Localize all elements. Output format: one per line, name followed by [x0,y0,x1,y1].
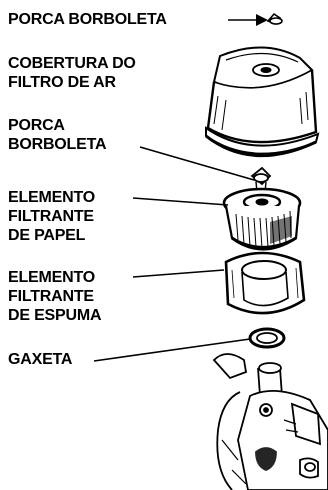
leader-lines [93,19,258,362]
air-filter-cover-part [205,46,320,158]
foam-element-part [224,251,306,315]
label-foam-element-line3: DE ESPUMA [8,307,102,324]
label-wing-nut-top-text: PORCA BORBOLETA [8,11,167,28]
label-gasket-text: GAXETA [8,351,73,368]
label-wing-nut-mid-line1: PORCA [8,117,65,134]
wing-nut-top-part [266,12,283,25]
label-paper-element: ELEMENTO FILTRANTE DE PAPEL [8,188,95,245]
gasket-part [248,327,286,349]
label-wing-nut-mid: PORCA BORBOLETA [8,116,107,154]
label-air-filter-cover-line2: FILTRO DE AR [8,74,116,91]
label-foam-element: ELEMENTO FILTRANTE DE ESPUMA [8,268,102,325]
leader-wing-nut-mid [139,146,255,181]
label-paper-element-line2: FILTRANTE [8,208,94,225]
label-foam-element-line2: FILTRANTE [8,288,94,305]
engine-base-part [212,353,328,490]
label-wing-nut-top: PORCA BORBOLETA [8,10,167,29]
label-paper-element-line3: DE PAPEL [8,227,86,244]
label-air-filter-cover-line1: COBERTURA DO [8,55,136,72]
label-wing-nut-mid-line2: BORBOLETA [8,136,107,153]
wing-nut-mid-part [250,166,272,193]
leader-foam-element [132,269,225,278]
paper-element-part [222,187,302,251]
label-paper-element-line1: ELEMENTO [8,189,96,206]
label-air-filter-cover: COBERTURA DO FILTRO DE AR [8,54,136,92]
label-foam-element-line1: ELEMENTO [8,269,96,286]
arrowhead-wing-nut-top [256,14,268,26]
label-gasket: GAXETA [8,350,72,369]
leader-gasket [93,338,251,362]
leader-paper-element [132,197,229,206]
